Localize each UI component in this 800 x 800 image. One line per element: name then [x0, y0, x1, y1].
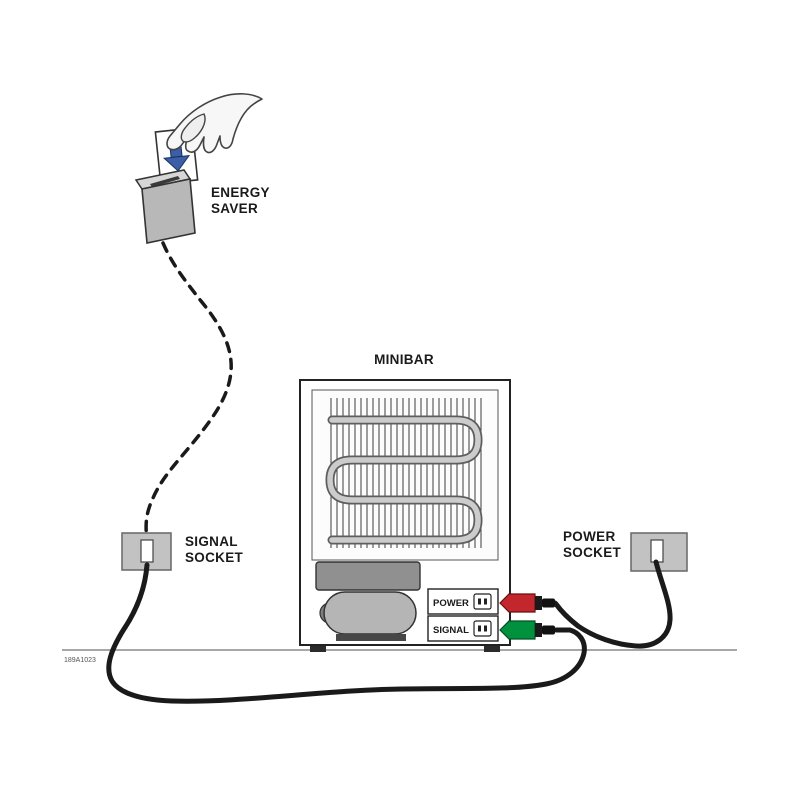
compressor	[315, 561, 421, 641]
hand-illustration	[166, 93, 263, 154]
power-plug	[499, 593, 555, 613]
signal-socket-label-line1: SIGNAL	[185, 534, 238, 549]
power-socket: POWER SOCKET	[563, 529, 688, 572]
energy-saver-dashed-cable	[144, 241, 233, 542]
energy-saver-group: ENERGY SAVER	[134, 93, 270, 542]
minibar-leg-right	[484, 645, 500, 652]
signal-port-row: SIGNAL	[427, 615, 499, 642]
minibar-leg-left	[310, 645, 326, 652]
power-socket-label-line2: SOCKET	[563, 545, 622, 560]
condenser-tube	[327, 417, 481, 543]
card-slot	[150, 176, 180, 187]
power-port-row: POWER	[427, 588, 499, 615]
panel-signal-label: SIGNAL	[433, 625, 469, 636]
signal-socket-slot	[140, 539, 154, 563]
thumb	[180, 113, 206, 143]
power-cable	[552, 559, 673, 649]
energy-saver-label-line2: SAVER	[211, 201, 258, 216]
minibar-label: MINIBAR	[374, 352, 434, 367]
signal-socket-label-line2: SOCKET	[185, 550, 244, 565]
connector-panel: POWER SIGNAL	[427, 588, 499, 642]
energy-saver-device	[134, 169, 196, 244]
signal-inlet-icon	[473, 620, 492, 637]
minibar-group: MINIBAR POWER	[299, 352, 511, 652]
energy-saver-label-line1: ENERGY	[211, 185, 270, 200]
power-socket-slot	[650, 539, 664, 563]
signal-cable	[106, 562, 587, 704]
power-socket-label-line1: POWER	[563, 529, 616, 544]
signal-plug	[499, 620, 555, 640]
part-number: 189A1023	[64, 657, 96, 664]
signal-socket: SIGNAL SOCKET	[121, 532, 244, 571]
panel-power-label: POWER	[433, 598, 469, 609]
power-inlet-icon	[473, 593, 492, 610]
